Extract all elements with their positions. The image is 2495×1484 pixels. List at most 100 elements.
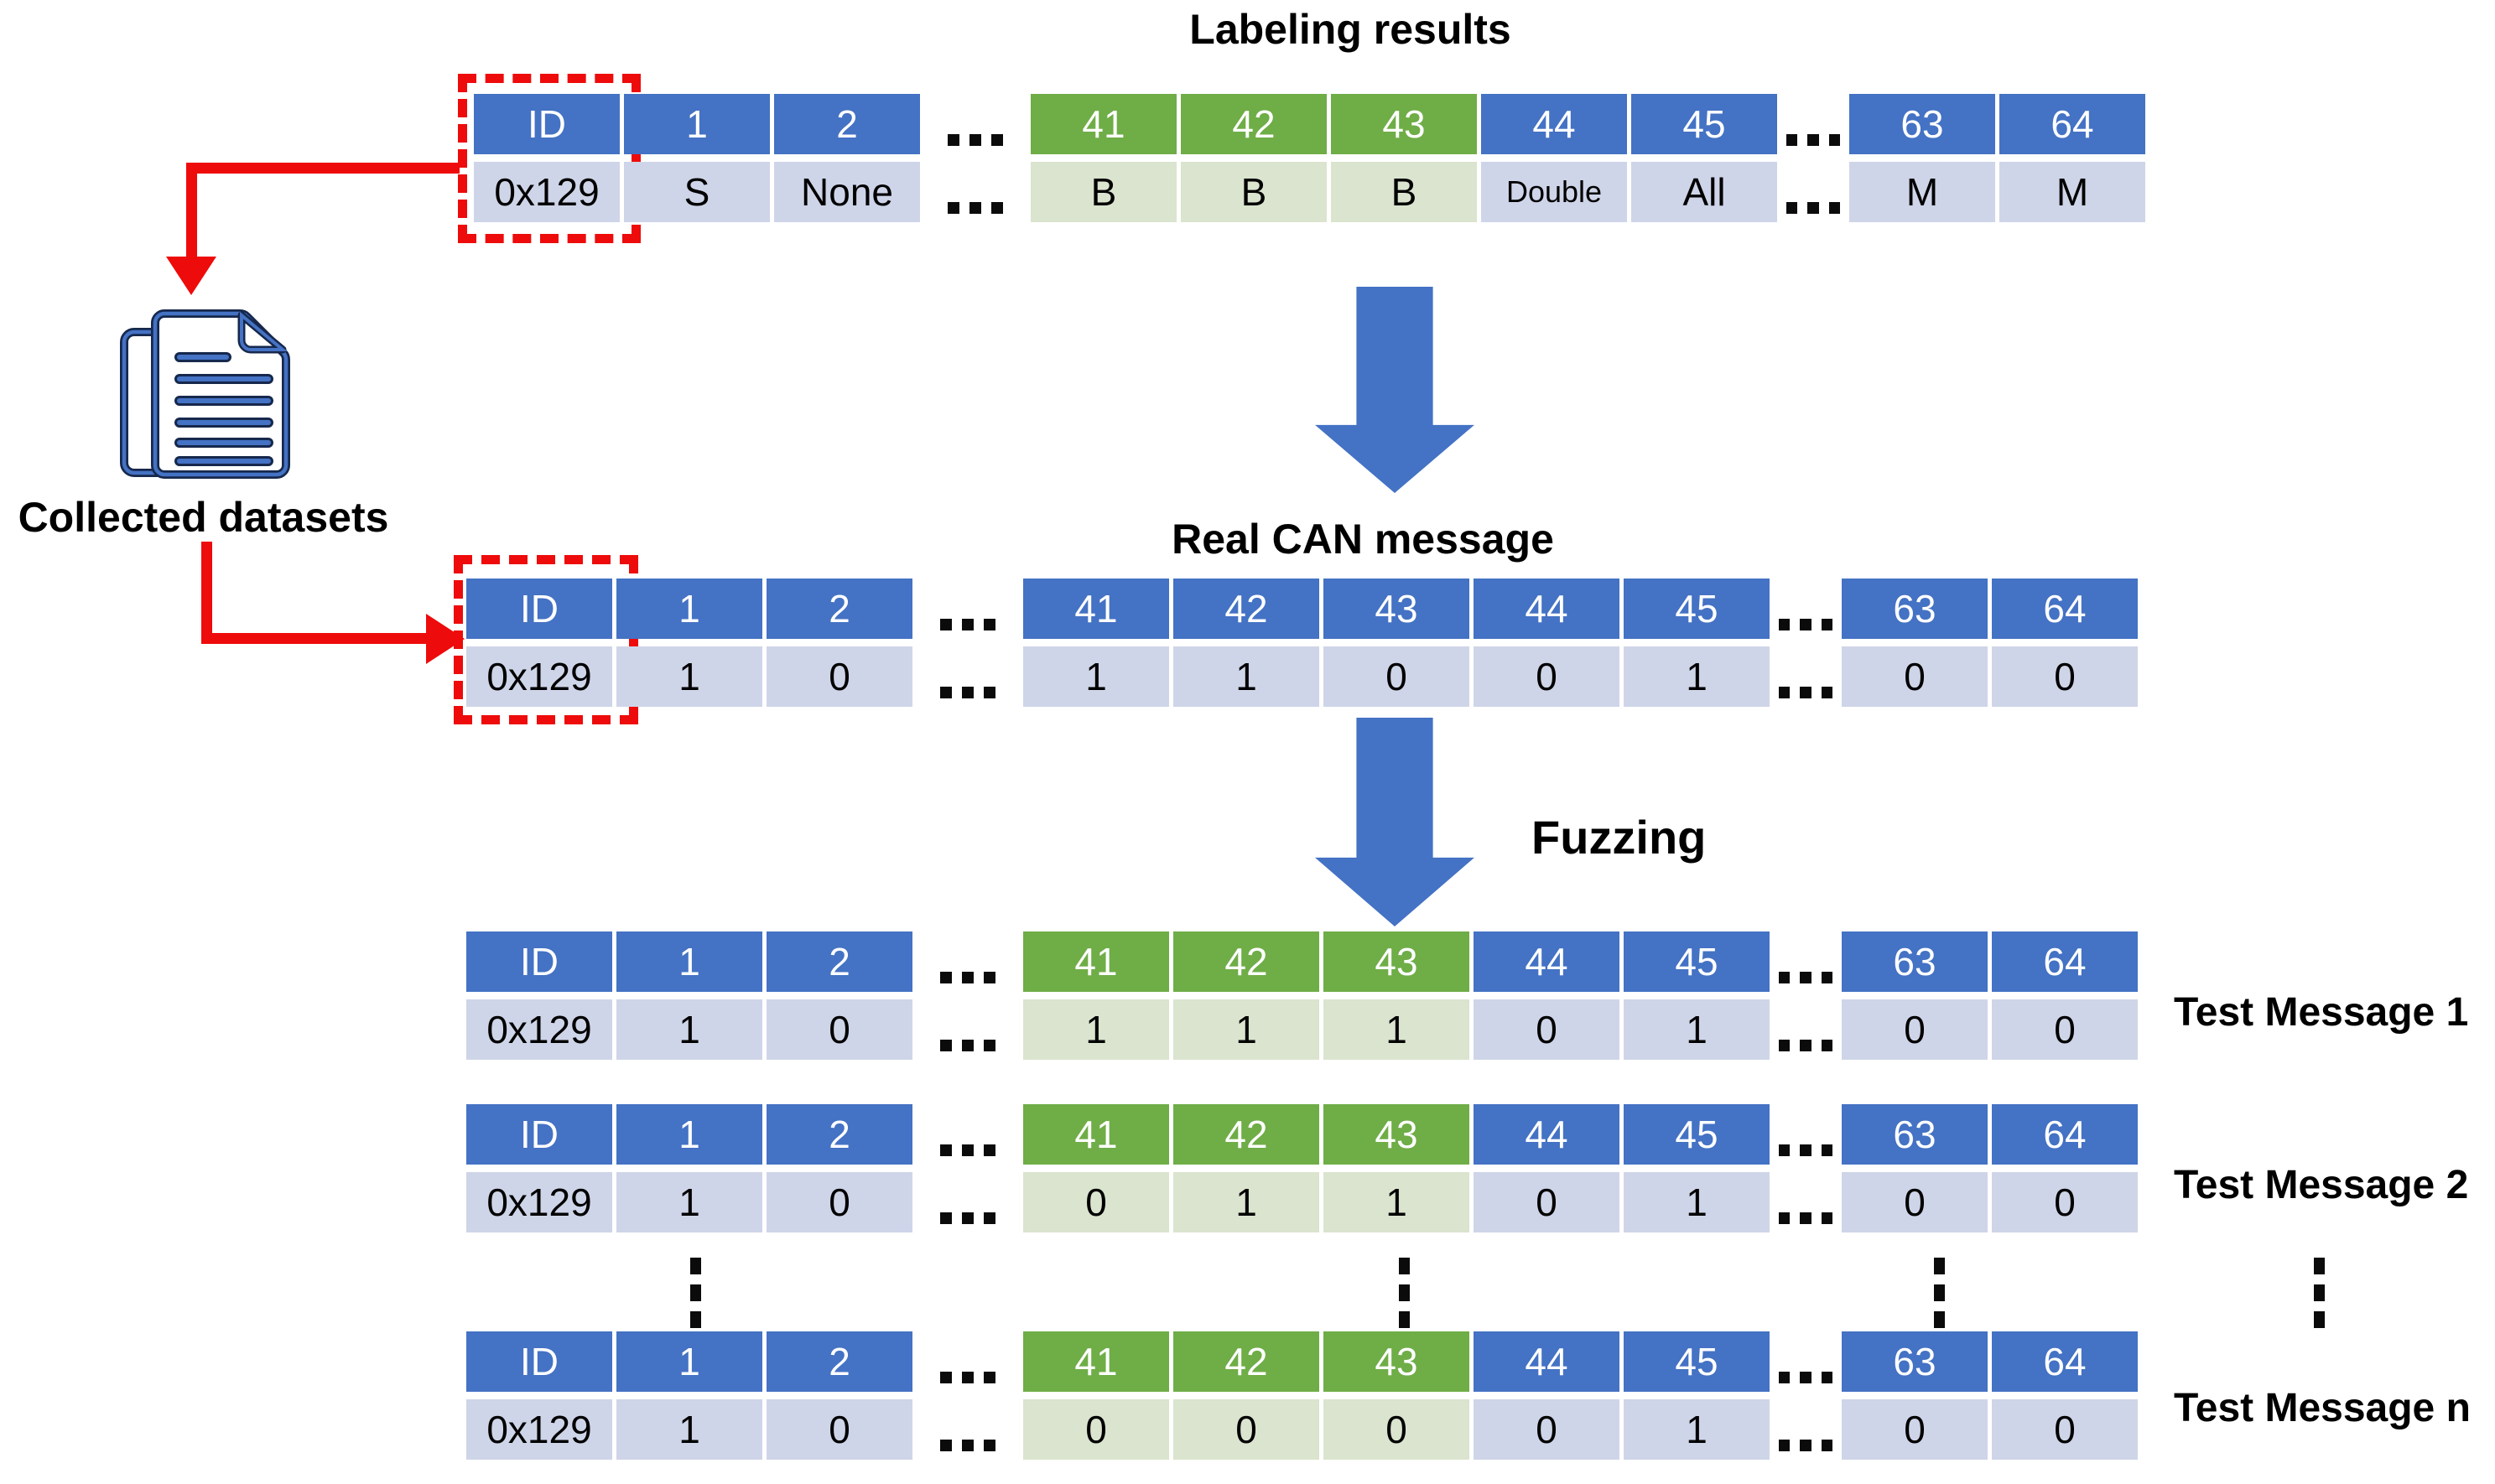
- vertical-ellipsis: [1399, 1258, 1410, 1328]
- header-cell: 42: [1173, 579, 1319, 639]
- value-cell: 1: [1624, 646, 1770, 707]
- label-test-message-n: Test Message n: [2174, 1386, 2471, 1430]
- header-cell: ID: [466, 931, 612, 992]
- header-cell: ID: [466, 1104, 612, 1165]
- value-cell: 0: [1992, 1172, 2138, 1232]
- id-column-highlight-box-top: [458, 74, 641, 243]
- header-cell: 63: [1842, 931, 1988, 992]
- value-cell: 0: [1023, 1172, 1169, 1232]
- value-cell: 0: [1992, 646, 2138, 707]
- ellipsis-dots: [1781, 162, 1845, 222]
- vertical-ellipsis: [2314, 1258, 2325, 1328]
- header-cell: 64: [1992, 1104, 2138, 1165]
- value-cell: Double: [1481, 162, 1627, 222]
- value-cell: M: [1849, 162, 1995, 222]
- red-arrowhead-down-icon: [166, 257, 216, 295]
- value-cell: 0: [1842, 646, 1988, 707]
- header-cell: 41: [1023, 1104, 1169, 1165]
- ellipsis-dots: [1774, 579, 1837, 639]
- header-cell: 2: [767, 579, 912, 639]
- header-cell: 42: [1173, 1331, 1319, 1392]
- value-cell: 0x129: [466, 646, 612, 707]
- value-cell: 0x129: [466, 1399, 612, 1460]
- value-cell: All: [1631, 162, 1777, 222]
- red-connector-bottom-horizontal: [201, 633, 426, 644]
- red-connector-top-horizontal: [186, 163, 460, 174]
- header-cell: 42: [1173, 1104, 1319, 1165]
- value-cell: 1: [616, 1172, 762, 1232]
- ellipsis-dots: [917, 931, 1019, 992]
- value-cell: 0: [1842, 1399, 1988, 1460]
- value-cell: 0: [767, 1399, 912, 1460]
- header-cell: 63: [1842, 1104, 1988, 1165]
- header-cell: 41: [1023, 1331, 1169, 1392]
- header-cell: 1: [624, 94, 770, 154]
- header-cell: 41: [1031, 94, 1177, 154]
- header-cell: 42: [1173, 931, 1319, 992]
- value-cell: 1: [616, 646, 762, 707]
- ellipsis-dots: [917, 1172, 1019, 1232]
- value-cell: 0: [1323, 1399, 1469, 1460]
- value-cell: 0: [767, 999, 912, 1060]
- ellipsis-dots: [917, 999, 1019, 1060]
- vertical-ellipsis: [690, 1258, 701, 1328]
- ellipsis-dots: [1774, 999, 1837, 1060]
- header-cell: 43: [1323, 579, 1469, 639]
- ellipsis-dots: [1774, 1104, 1837, 1165]
- value-cell: 0: [1992, 999, 2138, 1060]
- header-cell: 2: [774, 94, 920, 154]
- header-cell: 43: [1323, 1331, 1469, 1392]
- value-cell: 1: [616, 999, 762, 1060]
- value-cell: 0: [767, 1172, 912, 1232]
- value-cell: 1: [1323, 999, 1469, 1060]
- header-cell: 43: [1323, 931, 1469, 992]
- header-cell: 2: [767, 1331, 912, 1392]
- header-cell: 45: [1624, 1104, 1770, 1165]
- value-cell: 0: [1323, 646, 1469, 707]
- ellipsis-dots: [1774, 1331, 1837, 1392]
- value-cell: 1: [1173, 1172, 1319, 1232]
- ellipsis-dots: [917, 646, 1019, 707]
- value-cell: 1: [1173, 999, 1319, 1060]
- header-cell: 45: [1624, 931, 1770, 992]
- title-real-can-message: Real CAN message: [1172, 516, 1554, 563]
- value-cell: 1: [1023, 646, 1169, 707]
- ellipsis-dots: [917, 1399, 1019, 1460]
- header-cell: 43: [1331, 94, 1477, 154]
- ellipsis-dots: [1774, 1172, 1837, 1232]
- header-cell: 43: [1323, 1104, 1469, 1165]
- value-cell: 1: [1624, 1172, 1770, 1232]
- down-arrow-fuzzing-icon: [1315, 718, 1474, 926]
- ellipsis-dots: [1774, 646, 1837, 707]
- ellipsis-dots: [1774, 1399, 1837, 1460]
- ellipsis-dots: [924, 162, 1027, 222]
- ellipsis-dots: [917, 579, 1019, 639]
- value-cell: 1: [1173, 646, 1319, 707]
- header-cell: 44: [1474, 1331, 1619, 1392]
- header-cell: 44: [1474, 579, 1619, 639]
- header-cell: 64: [1999, 94, 2145, 154]
- title-labeling-results: Labeling results: [1189, 6, 1511, 53]
- value-cell: 1: [1323, 1172, 1469, 1232]
- value-cell: 0: [1992, 1399, 2138, 1460]
- value-cell: B: [1331, 162, 1477, 222]
- header-cell: 44: [1474, 931, 1619, 992]
- value-cell: 0: [1842, 1172, 1988, 1232]
- value-cell: 0x129: [474, 162, 620, 222]
- header-cell: 64: [1992, 931, 2138, 992]
- value-cell: 0: [1474, 1399, 1619, 1460]
- header-cell: 2: [767, 931, 912, 992]
- header-cell: ID: [474, 94, 620, 154]
